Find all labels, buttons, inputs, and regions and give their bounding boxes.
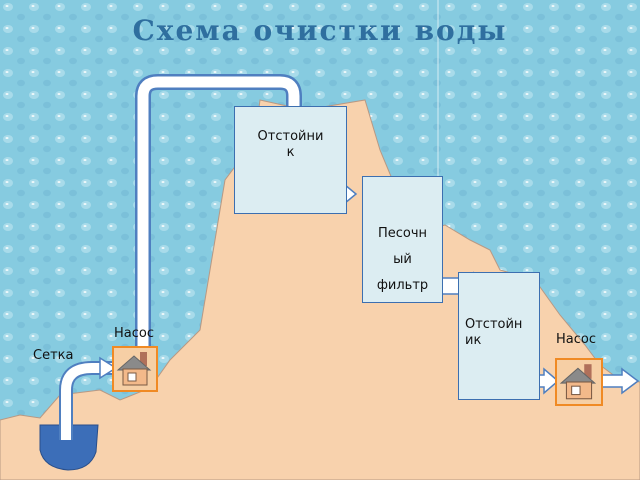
pump-right: [555, 358, 603, 406]
settling-tank-1: Отстойни к: [234, 106, 347, 214]
settling-tank-2: Отстойн ик: [458, 272, 540, 400]
pump-icon: [116, 352, 152, 386]
pump-left: [112, 346, 158, 392]
water-source: [39, 424, 99, 471]
diagram-title: Схема очистки воды: [132, 14, 508, 47]
intake-arrow-icon: [99, 356, 118, 380]
pump-icon: [559, 364, 597, 400]
sand-filter-label-line-2: ый: [393, 252, 412, 267]
settling-tank-2-label-line-1: Отстойн: [465, 317, 523, 332]
strainer-label: Сетка: [33, 348, 74, 363]
sand-filter-label-line-3: фильтр: [376, 278, 429, 293]
settling-tank-2-label-line-2: ик: [465, 333, 482, 349]
sand-filter: Песочн ый фильтр: [362, 176, 443, 303]
sand-filter-label-line-1: Песочн: [377, 226, 428, 241]
pump-right-label: Насос: [556, 332, 596, 347]
settling-tank-1-label-line-1: Отстойни: [257, 129, 324, 144]
pump-left-label: Насос: [114, 326, 154, 341]
settling-tank-1-label-line-2: к: [286, 145, 295, 161]
